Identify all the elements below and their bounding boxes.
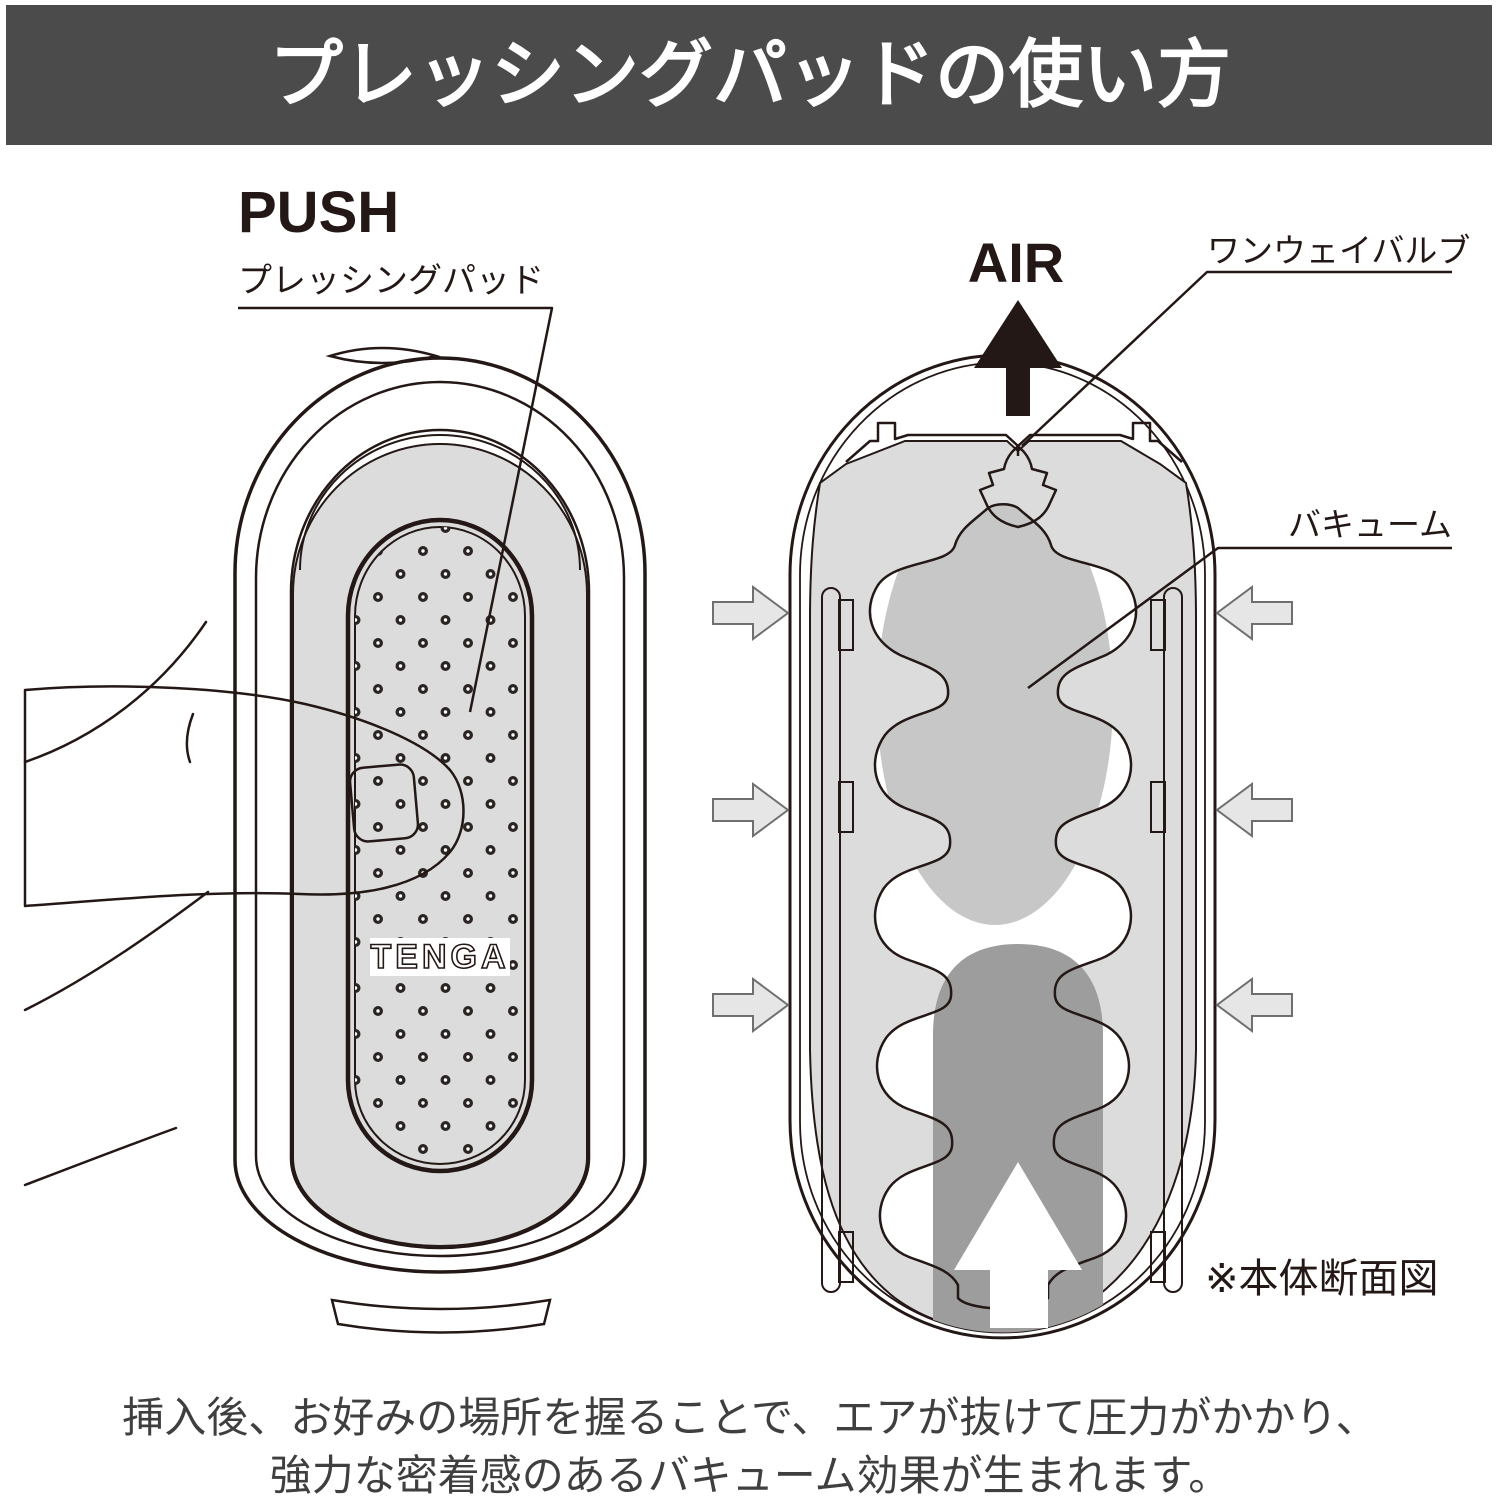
title-banner: プレッシングパッドの使い方 xyxy=(6,5,1492,145)
index-finger xyxy=(23,685,465,908)
device-exterior-view: TENGA xyxy=(233,346,647,1334)
pressure-arrows xyxy=(712,585,1293,1033)
inward-arrow-right-1 xyxy=(1215,585,1293,641)
right-side-flap xyxy=(1150,587,1183,1293)
banner-background xyxy=(6,5,1492,145)
device-window-arc xyxy=(299,434,581,571)
one-way-valve-label: ワンウェイバルブ xyxy=(1207,232,1470,269)
caption: 挿入後、お好みの場所を握ることで、エアが抜けて圧力がかかり、 強力な密着感のある… xyxy=(122,1394,1377,1499)
inward-arrow-left-1 xyxy=(712,585,790,641)
finger-curve-2 xyxy=(23,1126,178,1187)
cross-section-note: ※本体断面図 xyxy=(1205,1257,1439,1301)
insert-up-arrow xyxy=(954,1162,1082,1328)
pressing-pad-label: プレッシングパッド xyxy=(238,262,544,300)
vacuum-label: バキューム xyxy=(1288,506,1452,543)
fingernail xyxy=(348,763,420,843)
caption-line-2: 強力な密着感のあるバキューム効果が生まれます。 xyxy=(270,1452,1231,1499)
device-top-seam xyxy=(325,346,441,365)
inward-arrow-right-3 xyxy=(1215,977,1293,1033)
inward-arrow-right-2 xyxy=(1215,782,1293,838)
logo-backing xyxy=(370,938,510,976)
one-way-valve xyxy=(978,444,1058,529)
device-bottom-foot xyxy=(330,1298,552,1334)
inward-arrow-left-2 xyxy=(712,782,790,838)
finger-curve-1 xyxy=(23,890,210,1012)
left-side-flap xyxy=(821,587,854,1293)
vacuum-zone xyxy=(877,504,1113,925)
air-up-arrow xyxy=(974,300,1062,416)
hand xyxy=(23,620,465,1187)
device-outer-shell xyxy=(233,356,647,1274)
air-label: AIR xyxy=(968,231,1064,294)
caption-line-1: 挿入後、お好みの場所を握ることで、エアが抜けて圧力がかかり、 xyxy=(122,1394,1377,1441)
valve-leader-line xyxy=(1021,270,1452,447)
device-shell-line-3 xyxy=(289,428,591,1250)
vacuum-leader-line xyxy=(1027,546,1452,690)
inward-arrow-left-3 xyxy=(712,977,790,1033)
page-title: プレッシングパッドの使い方 xyxy=(269,33,1231,116)
pressing-pad[interactable] xyxy=(345,517,535,1174)
device-shell-line-2 xyxy=(254,380,626,1258)
push-label: PUSH xyxy=(238,180,399,245)
device-cross-section xyxy=(788,353,1217,1340)
section-outer-shell xyxy=(788,353,1217,1340)
tenga-logo: TENGA xyxy=(371,938,510,976)
finger-curve-3 xyxy=(185,712,195,764)
labels: PUSH プレッシングパッド AIR ワンウェイバルブ バキューム ※本体断面図 xyxy=(238,180,1470,1301)
pressing-pad-dots xyxy=(355,527,525,1164)
hand-top-contour xyxy=(23,620,208,764)
pressing-pad-leader-line xyxy=(238,306,554,713)
section-inner-shell-line xyxy=(799,361,1206,1334)
